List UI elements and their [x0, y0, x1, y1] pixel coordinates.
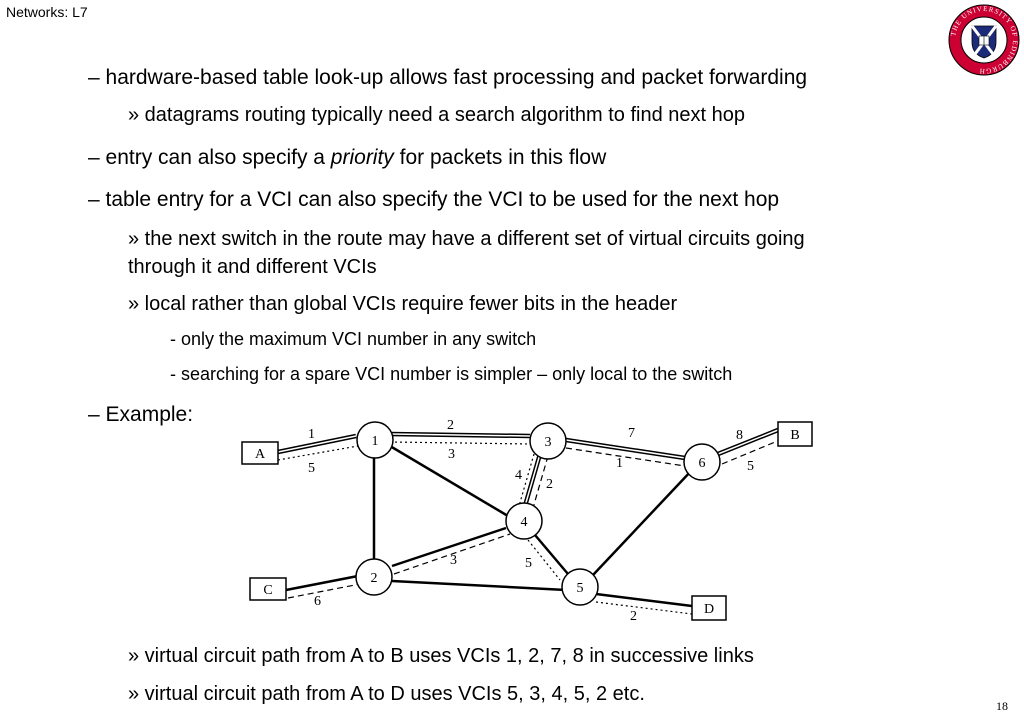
switch-2: 2: [355, 558, 393, 596]
host-c-label: C: [263, 583, 272, 598]
bullet-priority-pre: – entry can also specify a: [88, 146, 331, 169]
host-a-label: A: [255, 447, 266, 462]
link-5-d: [595, 592, 693, 608]
sub-bullet-datagram-routing: » datagrams routing typically need a sea…: [128, 104, 746, 126]
priority-emphasis: priority: [330, 146, 394, 169]
link-1-4: [389, 444, 509, 518]
switch-4: 4: [505, 502, 543, 540]
vci-label: 5: [308, 461, 315, 476]
vci-label: 2: [546, 477, 553, 492]
switch-1: 1: [356, 421, 394, 459]
bullet-next-hop-vci: – table entry for a VCI can also specify…: [88, 188, 780, 211]
switch-6: 6: [683, 443, 721, 481]
vci-label: 4: [515, 468, 522, 483]
link-4-2: [391, 526, 507, 568]
item-max-vci: - only the maximum VCI number in any swi…: [170, 329, 537, 349]
vci-label: 5: [525, 556, 532, 571]
host-c: C: [249, 577, 287, 601]
vci-label: 3: [450, 553, 457, 568]
switch-6-label: 6: [699, 456, 706, 471]
link-6-5: [592, 469, 693, 576]
university-crest-logo: THE UNIVERSITY OF EDINBURGH: [946, 2, 1022, 78]
bullet-priority-post: for packets in this flow: [393, 146, 607, 169]
host-a: A: [241, 441, 279, 465]
link-2-5: [391, 579, 567, 592]
vci-label: 1: [616, 456, 623, 471]
host-d-label: D: [704, 602, 714, 617]
vci-label: 5: [747, 459, 754, 474]
link-c-2: [285, 574, 359, 592]
vci-label: 3: [448, 447, 455, 462]
switch-5-label: 5: [577, 581, 584, 596]
virtual-circuit-network-diagram: A B C D 1 2 3 4 5 6 1 5 2 3 7 1 8 5 4 2 …: [241, 418, 813, 624]
vci-label: 2: [447, 418, 454, 433]
item-spare-vci: - searching for a spare VCI number is si…: [170, 364, 733, 384]
switch-1-label: 1: [372, 434, 379, 449]
switch-5: 5: [561, 568, 599, 606]
link-4-5: [534, 534, 569, 575]
vci-label: 8: [736, 428, 743, 443]
host-b: B: [777, 421, 813, 447]
switch-3-label: 3: [545, 435, 552, 450]
footnote-path-a-d: » virtual circuit path from A to D uses …: [128, 683, 645, 705]
vci-label: 2: [630, 609, 637, 624]
switch-3: 3: [529, 422, 567, 460]
footnote-path-a-b: » virtual circuit path from A to B uses …: [128, 645, 754, 667]
slide-header: Networks: L7: [6, 4, 88, 20]
vci-label: 6: [314, 594, 321, 609]
sub-bullet-local-vcis: » local rather than global VCIs require …: [128, 293, 678, 315]
vci-label: 1: [308, 427, 315, 442]
bullet-example: – Example:: [88, 403, 194, 426]
switch-2-label: 2: [371, 571, 378, 586]
host-d: D: [691, 595, 727, 621]
page-number: 18: [996, 699, 1008, 713]
bullet-priority: – entry can also specify a priority for …: [88, 146, 606, 170]
sub-bullet-next-switch: » the next switch in the route may have …: [128, 228, 805, 250]
bullet-hardware-lookup: – hardware-based table look-up allows fa…: [88, 66, 808, 89]
host-b-label: B: [790, 428, 799, 443]
sub-bullet-next-switch-cont: through it and different VCIs: [128, 256, 377, 278]
switch-4-label: 4: [521, 515, 528, 530]
vci-label: 7: [628, 426, 635, 441]
